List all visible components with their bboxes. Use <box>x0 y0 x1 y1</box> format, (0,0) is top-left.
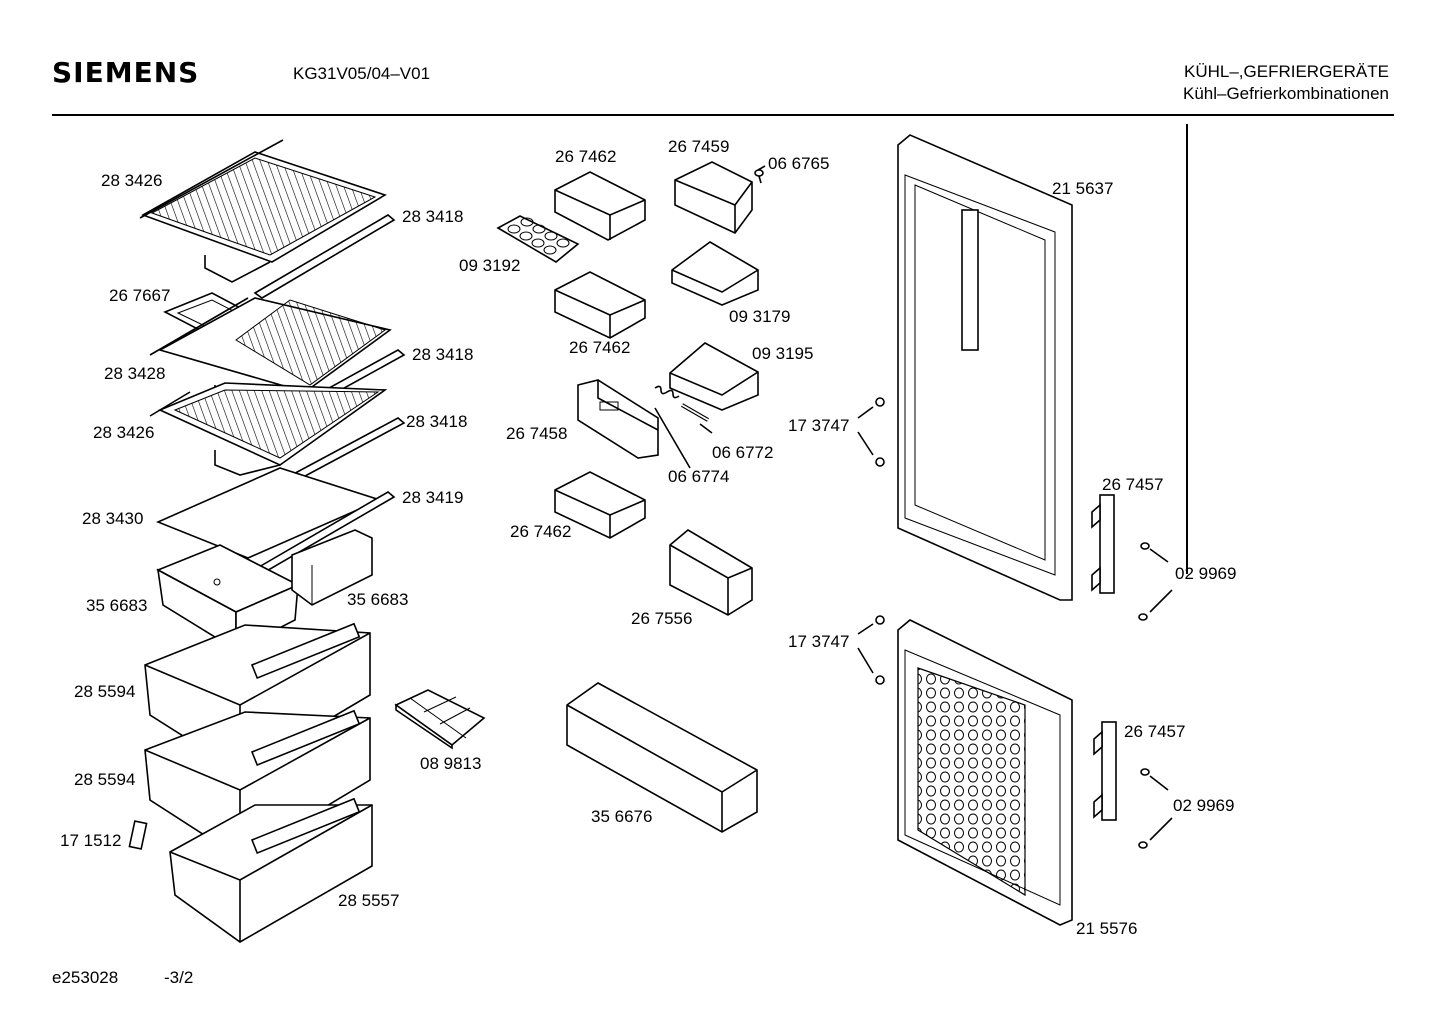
part-label: 28 5557 <box>338 891 399 910</box>
category-title: KÜHL–,GEFRIERGERÄTE <box>1184 62 1389 81</box>
part-label: 26 7458 <box>506 424 567 443</box>
category-subtitle: Kühl–Gefrierkombinationen <box>1182 84 1389 103</box>
door-shelf-small-4 <box>669 342 759 411</box>
glass-shelf-top <box>139 139 387 283</box>
bottle-holder <box>669 529 753 616</box>
part-label: 26 7462 <box>555 147 616 166</box>
part-label: 02 9969 <box>1173 796 1234 815</box>
part-label: 17 1512 <box>60 831 121 850</box>
handle-caps-lower <box>1138 768 1173 849</box>
part-label: 28 5594 <box>74 682 135 701</box>
door-shelf-small-3 <box>554 271 646 339</box>
door-shelf-small-2 <box>671 241 759 306</box>
handle-caps-upper <box>1138 542 1173 621</box>
part-label: 28 3426 <box>101 171 162 190</box>
part-label: 28 3428 <box>104 364 165 383</box>
model-number: KG31V05/04–V01 <box>293 64 431 83</box>
part-label: 28 3418 <box>412 345 473 364</box>
part-label: 06 6765 <box>768 154 829 173</box>
part-label: 28 5594 <box>74 770 135 789</box>
part-label: 28 3418 <box>406 412 467 431</box>
header-divider <box>52 114 1394 116</box>
part-label: 09 3192 <box>459 256 520 275</box>
part-label: 26 7457 <box>1124 722 1185 741</box>
crisper-drawer-3 <box>169 797 373 943</box>
brand-logo: SIEMENS <box>52 56 200 89</box>
leader-lines <box>654 165 766 469</box>
ice-cube-tray <box>394 689 486 750</box>
part-label: 28 3419 <box>402 488 463 507</box>
shelf-trim-strip <box>253 214 396 299</box>
part-labels: 28 3426 28 3418 26 7667 28 3428 28 3418 … <box>60 137 1236 938</box>
part-label: 26 7462 <box>569 338 630 357</box>
part-label: 35 6683 <box>347 590 408 609</box>
door-handle-lower <box>1093 721 1117 821</box>
part-label: 26 7457 <box>1102 475 1163 494</box>
spring <box>654 385 680 399</box>
part-label: 17 3747 <box>788 416 849 435</box>
part-label: 28 3430 <box>82 509 143 528</box>
part-label: 21 5576 <box>1076 919 1137 938</box>
part-label: 28 3426 <box>93 423 154 442</box>
part-label: 09 3195 <box>752 344 813 363</box>
part-label: 21 5637 <box>1052 179 1113 198</box>
part-label: 08 9813 <box>420 754 481 773</box>
flap-shelf <box>577 379 659 459</box>
fridge-door <box>897 134 1073 601</box>
vertical-divider <box>1186 124 1188 574</box>
part-label: 35 6676 <box>591 807 652 826</box>
part-label: 28 3418 <box>402 207 463 226</box>
small-drawer-right <box>291 529 373 606</box>
part-label: 26 7667 <box>109 286 170 305</box>
drawing-id: e253028 <box>52 968 119 987</box>
hinge-screws-upper <box>857 397 885 467</box>
page-number: -3/2 <box>164 968 194 987</box>
part-label: 06 6772 <box>712 443 773 462</box>
part-label: 09 3179 <box>729 307 790 326</box>
butter-compartment <box>674 161 753 235</box>
hinge-screws-lower <box>857 615 885 685</box>
bottle-rack <box>566 682 758 833</box>
part-label: 17 3747 <box>788 632 849 651</box>
door-handle-upper <box>1091 494 1115 594</box>
part-label: 26 7462 <box>510 522 571 541</box>
part-label: 02 9969 <box>1175 564 1236 583</box>
part-label: 06 6774 <box>668 467 729 486</box>
part-label: 26 7459 <box>668 137 729 156</box>
door-shelf-small-1 <box>554 171 646 241</box>
part-label: 35 6683 <box>86 596 147 615</box>
freezer-door <box>897 619 1073 926</box>
hinge-pin <box>681 403 709 422</box>
door-shelf-small-5 <box>554 471 646 539</box>
glass-shelf-lower <box>149 382 388 476</box>
crisper-drawer-2 <box>144 709 371 859</box>
drawer-clip <box>128 820 148 850</box>
small-screw <box>754 169 764 184</box>
part-label: 26 7556 <box>631 609 692 628</box>
egg-tray <box>496 215 580 263</box>
